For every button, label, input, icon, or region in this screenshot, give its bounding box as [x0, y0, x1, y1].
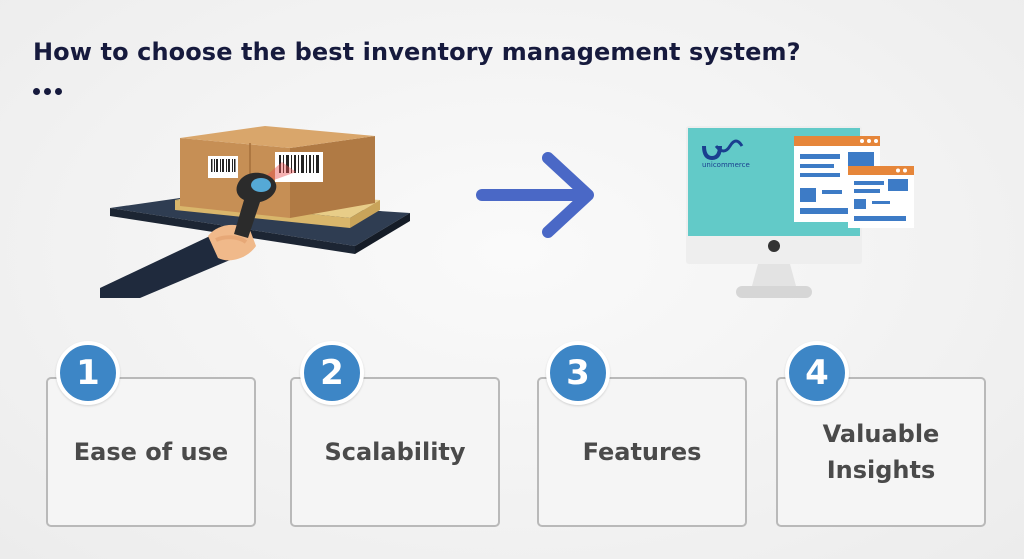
step-card-ease-of-use: Ease of use — [46, 377, 256, 527]
more-dots-icon — [33, 88, 62, 95]
step-label: Valuable Insights — [822, 420, 940, 484]
barcode-scanner-icon — [100, 126, 410, 298]
step-label: Scalability — [324, 438, 466, 466]
step-number-badge: 4 — [785, 341, 849, 405]
right-arrow-icon — [476, 152, 594, 238]
step-label: Ease of use — [73, 438, 229, 466]
step-number-badge: 2 — [300, 341, 364, 405]
step-number-badge: 1 — [56, 341, 120, 405]
monitor-icon: unicommerce — [686, 126, 920, 302]
step-number-badge: 3 — [546, 341, 610, 405]
step-label: Features — [582, 438, 702, 466]
unicommerce-logo-text: unicommerce — [702, 161, 750, 169]
page-title: How to choose the best inventory managem… — [33, 38, 801, 66]
